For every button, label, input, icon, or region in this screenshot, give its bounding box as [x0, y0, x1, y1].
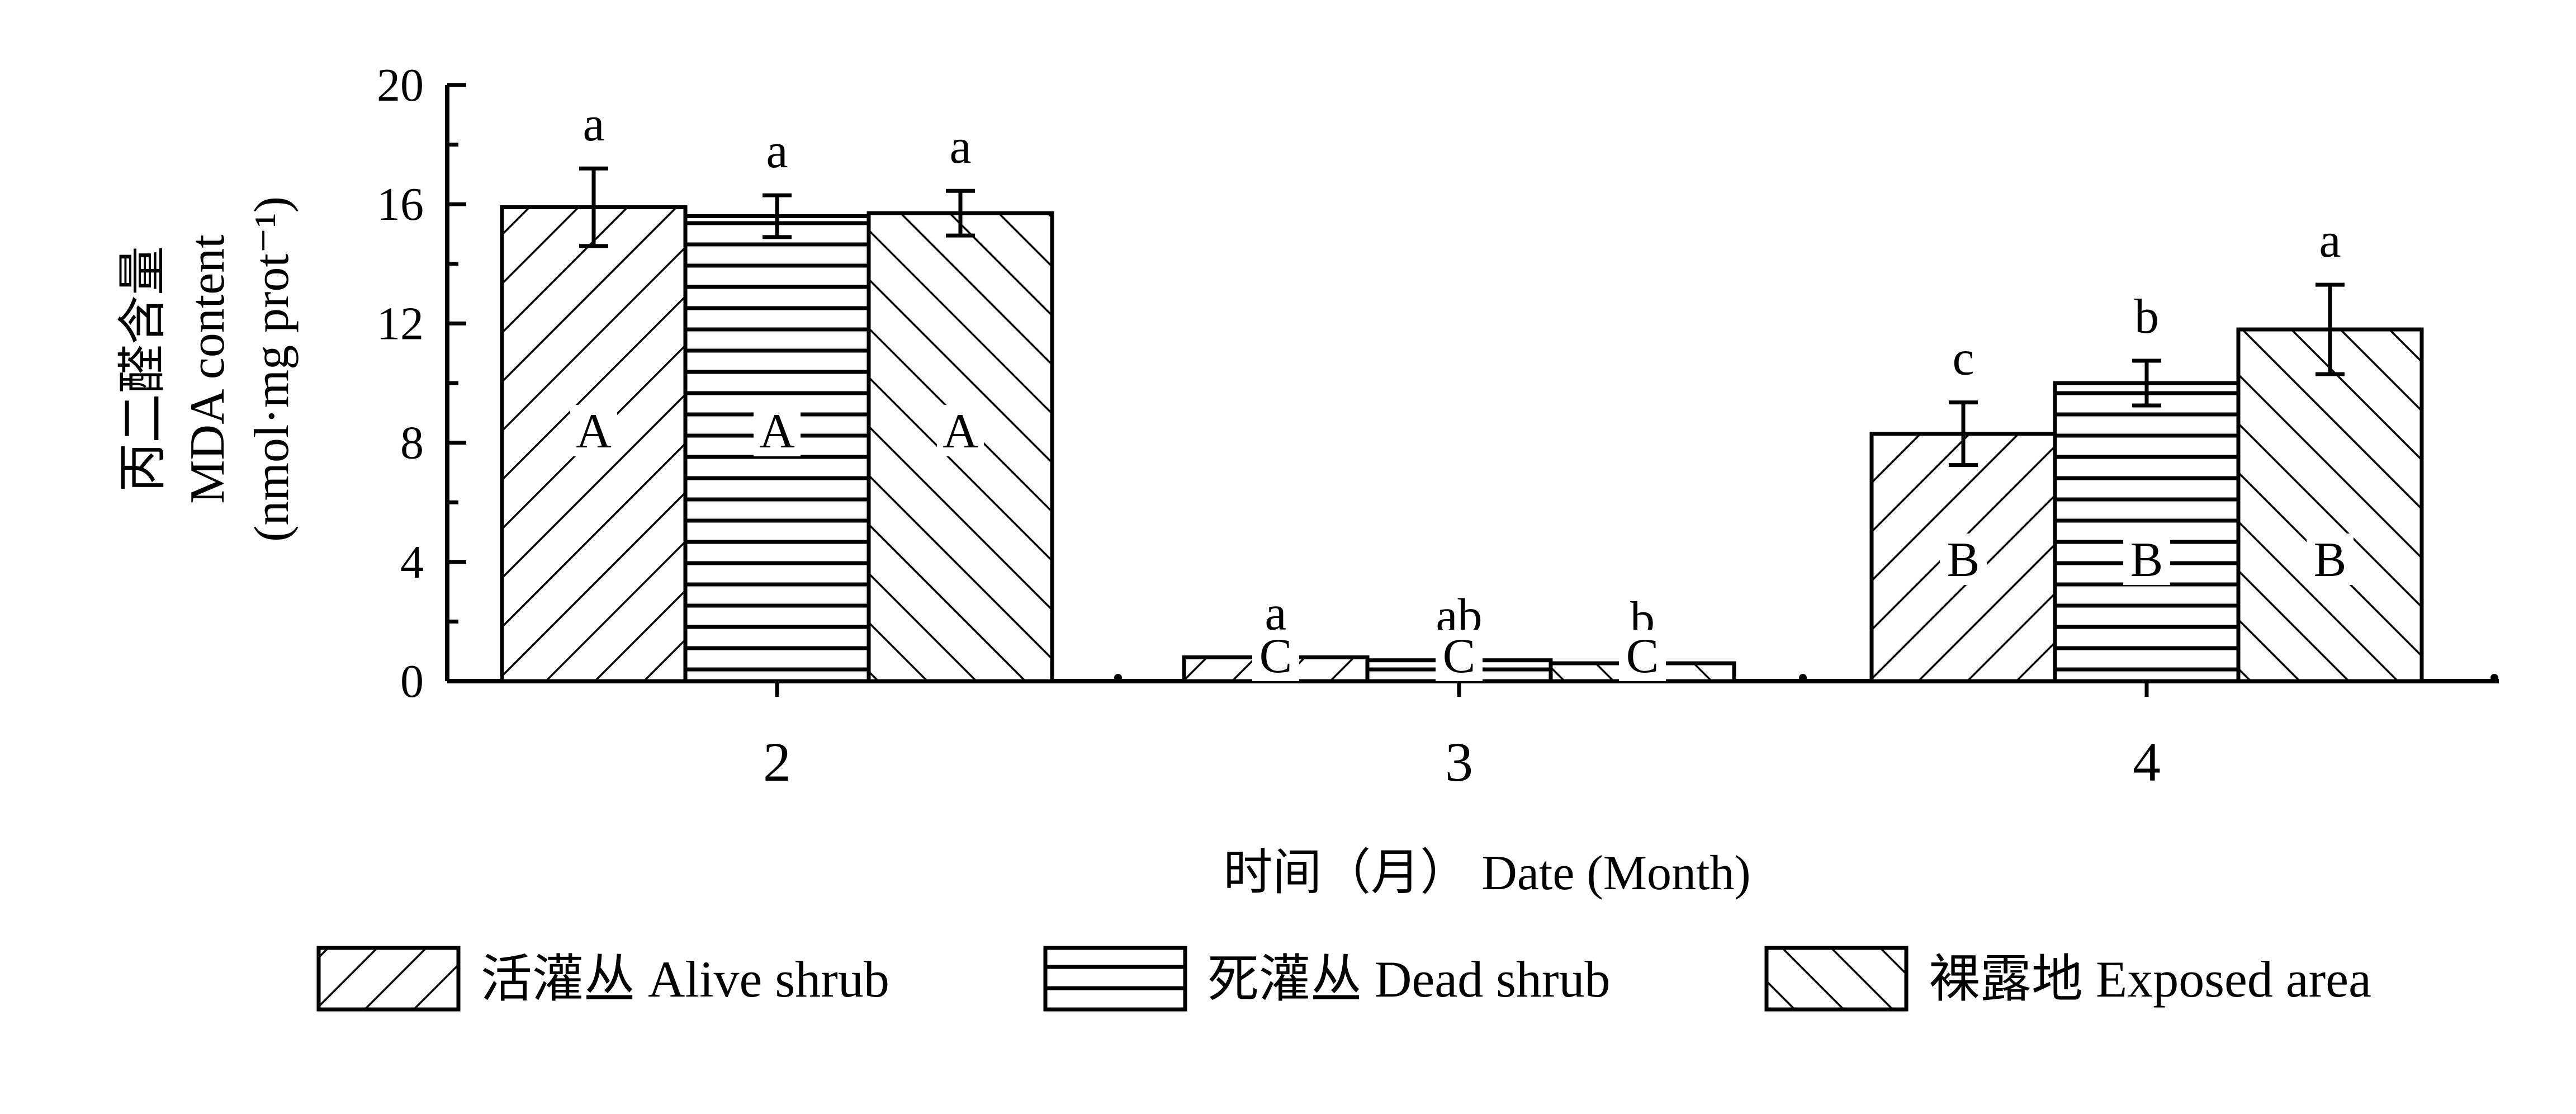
group-letter-bg — [1940, 534, 1987, 585]
x-axis-title: 时间（月） Date (Month) — [1223, 846, 1750, 900]
group-letter: C — [1626, 629, 1659, 683]
bar-2-4 — [2053, 381, 2241, 683]
group-letter-bg — [2123, 534, 2170, 585]
y-axis-title-line-2: MDA content — [181, 234, 235, 504]
significance-letter: b — [2134, 290, 2159, 344]
y-tick-label: 20 — [377, 59, 424, 111]
group-letter: C — [1259, 629, 1292, 683]
group-letter-bg — [1252, 630, 1299, 681]
y-axis-title-line-3: (nmol·mg prot⁻¹) — [245, 196, 299, 542]
group-letter: B — [2130, 533, 2163, 587]
x-category-label: 3 — [1445, 731, 1473, 793]
legend-label-2: 死灌丛 Dead shrub — [1208, 951, 1611, 1008]
group-letter-bg — [1436, 630, 1483, 681]
x-minor-tick-dot — [1114, 674, 1122, 682]
y-tick-label: 8 — [400, 417, 424, 469]
y-tick-label: 12 — [377, 298, 424, 350]
x-category-label: 2 — [763, 731, 791, 793]
group-letter-bg — [1619, 630, 1666, 681]
legend-swatch-3 — [1764, 946, 1909, 1012]
significance-letter: a — [583, 97, 604, 152]
group-letter: B — [1947, 533, 1980, 587]
x-minor-tick-dot — [1799, 674, 1807, 682]
legend: 活灌丛 Alive shrub 死灌丛 Dead shrub 裸露地 Exposed… — [316, 946, 2371, 1012]
y-axis-title-line-1: 丙二醛含量 — [116, 246, 171, 492]
group-letter: C — [1443, 629, 1476, 683]
group-letter: B — [2314, 533, 2347, 587]
bar-3-4 — [2236, 327, 2424, 683]
group-letter-bg — [2307, 534, 2354, 585]
group-letter: A — [759, 404, 795, 459]
legend-swatch-2 — [1043, 946, 1187, 1012]
x-category-label: 4 — [2133, 731, 2161, 793]
legend-label-1: 活灌丛 Alive shrub — [481, 951, 889, 1008]
group-letter-bg — [937, 405, 984, 456]
y-tick-label: 16 — [377, 178, 424, 230]
y-tick-label: 4 — [400, 536, 424, 588]
group-letter-bg — [754, 405, 801, 456]
group-letter: A — [943, 404, 978, 459]
y-tick-label: 0 — [400, 655, 424, 707]
x-minor-tick-dot — [2490, 674, 2498, 682]
significance-letter: a — [2319, 214, 2341, 268]
legend-label-3: 裸露地 Exposed area — [1929, 951, 2371, 1008]
group-letter: A — [576, 404, 612, 459]
significance-letter: a — [949, 120, 971, 174]
group-letter-bg — [570, 405, 617, 456]
significance-letter: c — [1952, 332, 1974, 386]
legend-swatch-1 — [316, 946, 461, 1012]
significance-letter: a — [766, 124, 788, 178]
